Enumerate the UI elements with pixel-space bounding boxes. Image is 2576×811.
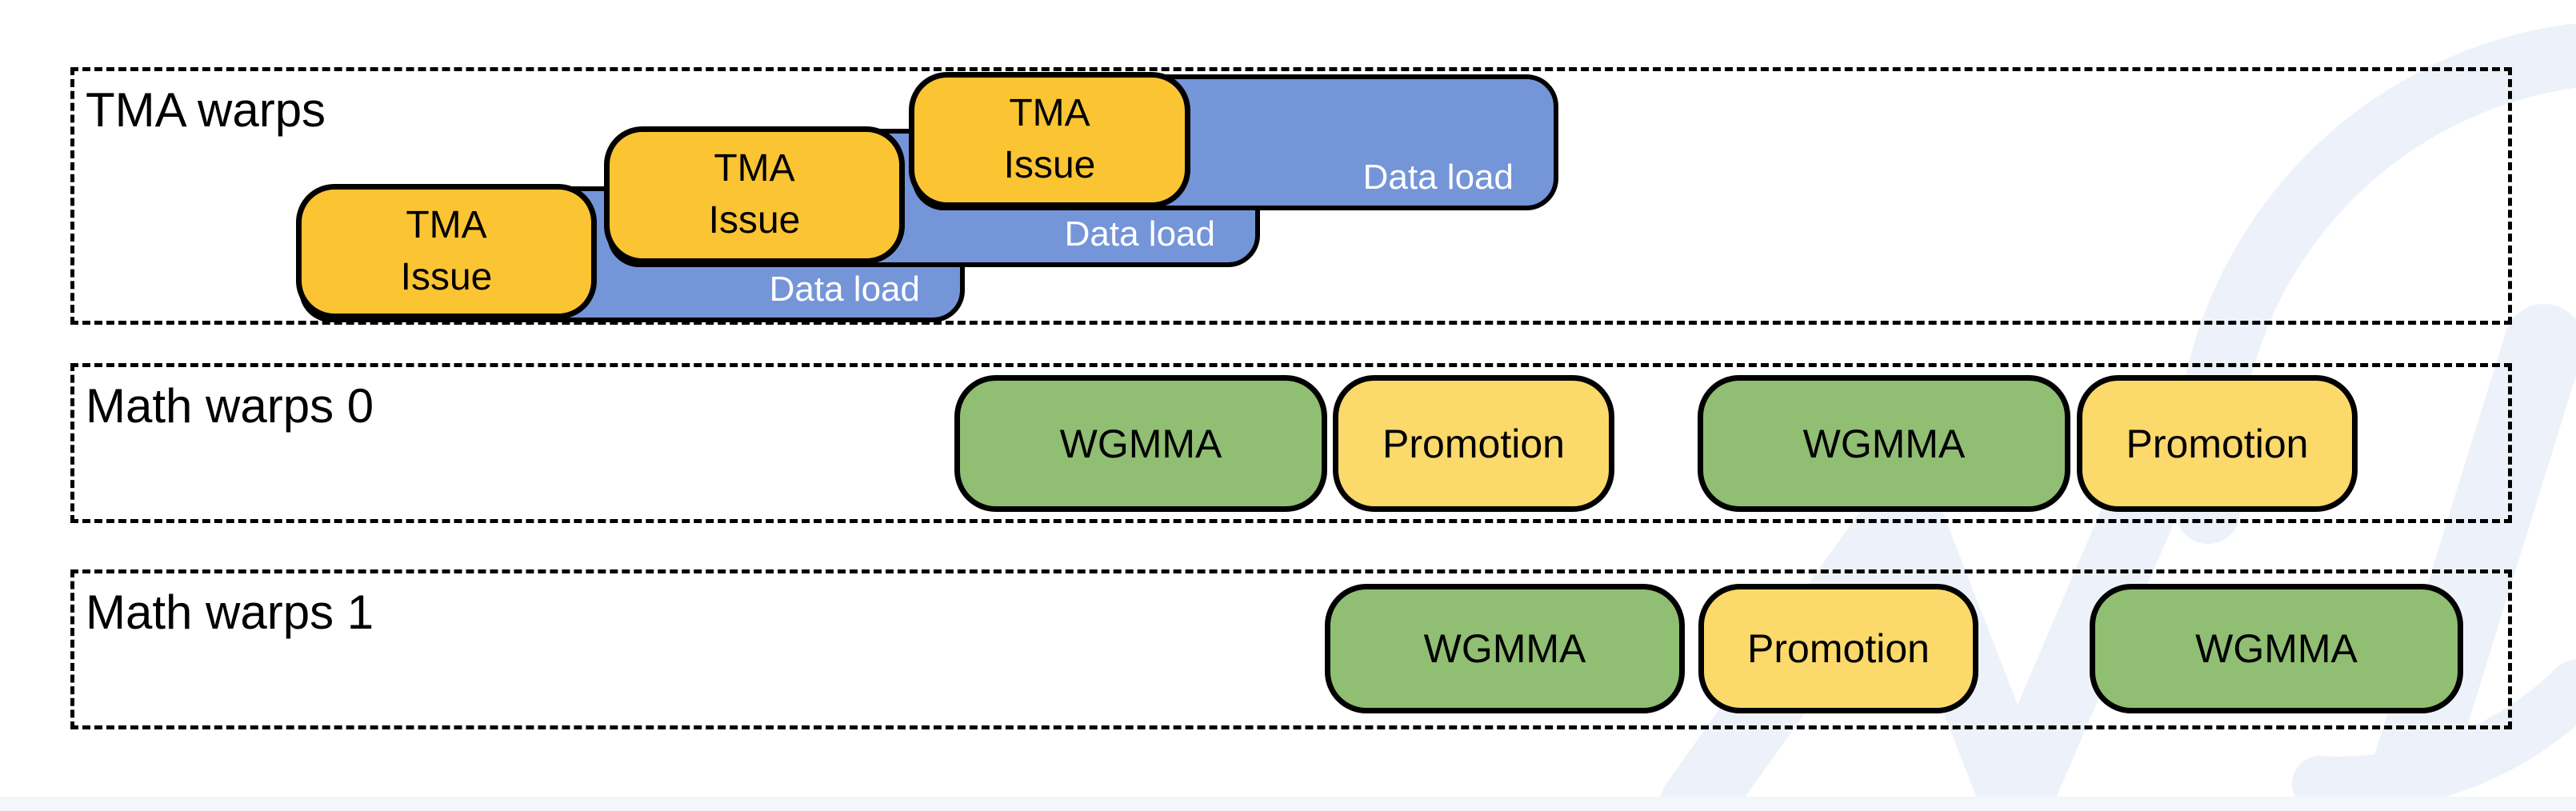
math0-promotion-box-2-label: Promotion	[2126, 421, 2309, 466]
math1-wgmma-box-2: WGMMA	[2090, 584, 2463, 713]
tma-issue-box-3-line1: TMA	[1009, 92, 1090, 135]
math-warps-0-row: Math warps 0	[70, 363, 2512, 523]
math1-wgmma-box-1-label: WGMMA	[1423, 626, 1586, 671]
math0-wgmma-box-2: WGMMA	[1698, 375, 2070, 512]
tma-issue-box-1-line2: Issue	[400, 255, 493, 298]
footer-strip	[0, 797, 2576, 811]
math0-wgmma-box-1: WGMMA	[954, 375, 1327, 512]
math-warps-0-row-label: Math warps 0	[86, 379, 374, 433]
math1-promotion-box-1: Promotion	[1698, 584, 1978, 713]
data-load-bar-2-label: Data load	[1064, 214, 1215, 254]
math1-wgmma-box-2-label: WGMMA	[2195, 626, 2358, 671]
tma-issue-box-2-line1: TMA	[714, 147, 795, 190]
tma-issue-box-3: TMA Issue	[909, 72, 1190, 208]
data-load-bar-3-label: Data load	[1362, 158, 1514, 197]
math0-wgmma-box-1-label: WGMMA	[1059, 421, 1222, 466]
math1-promotion-box-1-label: Promotion	[1747, 626, 1930, 671]
math0-promotion-box-1-label: Promotion	[1382, 421, 1565, 466]
data-load-bar-1-label: Data load	[769, 270, 920, 309]
tma-issue-box-2-line2: Issue	[708, 199, 801, 242]
math0-promotion-box-1: Promotion	[1333, 375, 1614, 512]
math0-promotion-box-2: Promotion	[2077, 375, 2358, 512]
tma-issue-box-1-line1: TMA	[406, 203, 487, 246]
tma-issue-box-1: TMA Issue	[296, 184, 597, 319]
math1-wgmma-box-1: WGMMA	[1325, 584, 1685, 713]
tma-issue-box-2: TMA Issue	[604, 126, 905, 264]
math-warps-1-row-label: Math warps 1	[86, 585, 374, 639]
math0-wgmma-box-2-label: WGMMA	[1802, 421, 1966, 466]
tma-issue-box-3-line2: Issue	[1003, 144, 1096, 186]
tma-warps-row-label: TMA warps	[86, 83, 326, 137]
